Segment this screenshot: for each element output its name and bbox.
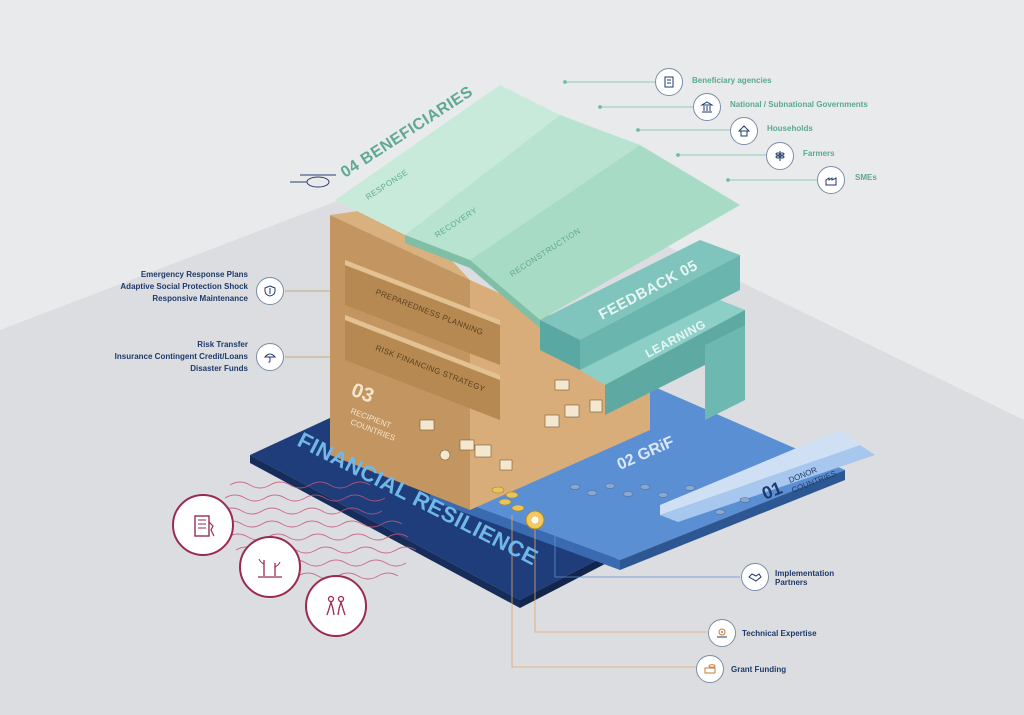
helicopter-icon xyxy=(290,174,336,188)
learning-block-side xyxy=(605,310,745,415)
tier-edge-2 xyxy=(470,260,540,328)
money-stack-icon xyxy=(696,655,724,683)
preparedness-ledge xyxy=(345,265,500,365)
government-building-icon xyxy=(693,93,721,121)
gear-icon xyxy=(525,510,545,530)
wheat-icon xyxy=(766,142,794,170)
feedback-pillar xyxy=(705,325,745,420)
feedback-block-front xyxy=(540,320,580,370)
displaced-people-icon xyxy=(305,575,367,637)
risk-financing-ledge xyxy=(345,320,500,420)
households-label: Households xyxy=(767,124,813,133)
annotation-line: Implementation xyxy=(775,569,835,578)
drought-plants-icon xyxy=(239,536,301,598)
learning-block-top xyxy=(580,300,745,385)
annotation-line: Adaptive Social Protection Shock xyxy=(120,282,248,291)
recipient-block-top xyxy=(330,205,470,280)
annotation-line: Partners xyxy=(775,578,808,587)
base-front-edge xyxy=(250,455,520,608)
left-leader-lines xyxy=(285,290,330,358)
grant-funding-label: Grant Funding xyxy=(731,665,787,674)
governments-label: National / Subnational Governments xyxy=(730,100,868,109)
coin-stream xyxy=(569,483,751,515)
gold-coins xyxy=(491,486,525,512)
donor-arrow-top xyxy=(660,430,860,515)
factory-icon xyxy=(817,166,845,194)
grif-slab-side xyxy=(620,470,845,570)
technical-expertise-label: Technical Expertise xyxy=(742,629,817,638)
umbrella-icon xyxy=(256,343,284,371)
recipient-icons xyxy=(419,379,603,471)
annotation-line: Insurance Contingent Credit/Loans xyxy=(114,352,248,361)
grif-slab-front xyxy=(430,490,620,570)
risk-financing-annotation: Risk Transfer Insurance Contingent Credi… xyxy=(98,339,248,375)
document-icon xyxy=(655,68,683,96)
donor-countries-arrow xyxy=(660,445,875,522)
reconstruction-tier xyxy=(470,145,740,320)
feedback-block-top xyxy=(540,240,740,340)
annotation-line: Emergency Response Plans xyxy=(140,270,248,279)
preparedness-ledge-top xyxy=(345,260,500,325)
house-icon xyxy=(730,117,758,145)
risk-ledge-top xyxy=(345,315,500,380)
preparedness-annotation: Emergency Response Plans Adaptive Social… xyxy=(98,269,248,305)
beneficiary-leader-lines xyxy=(563,80,818,182)
annotation-line: Disaster Funds xyxy=(190,364,248,373)
tier-edge-1 xyxy=(405,235,470,268)
bottom-leader-lines xyxy=(511,508,740,668)
recovery-tier xyxy=(405,115,640,260)
annotation-line: Responsive Maintenance xyxy=(152,294,248,303)
damaged-building-icon xyxy=(172,494,234,556)
beneficiary-agencies-label: Beneficiary agencies xyxy=(692,76,772,85)
shield-icon xyxy=(256,277,284,305)
beneficiaries-top xyxy=(335,85,560,235)
annotation-line: Risk Transfer xyxy=(197,340,248,349)
smes-label: SMEs xyxy=(855,173,877,182)
recipient-block-side xyxy=(470,280,650,510)
implementation-partners-label: Implementation Partners xyxy=(775,568,834,589)
feedback-block-side xyxy=(580,255,740,370)
gear-hand-icon xyxy=(708,619,736,647)
handshake-icon xyxy=(741,563,769,591)
farmers-label: Farmers xyxy=(803,149,835,158)
